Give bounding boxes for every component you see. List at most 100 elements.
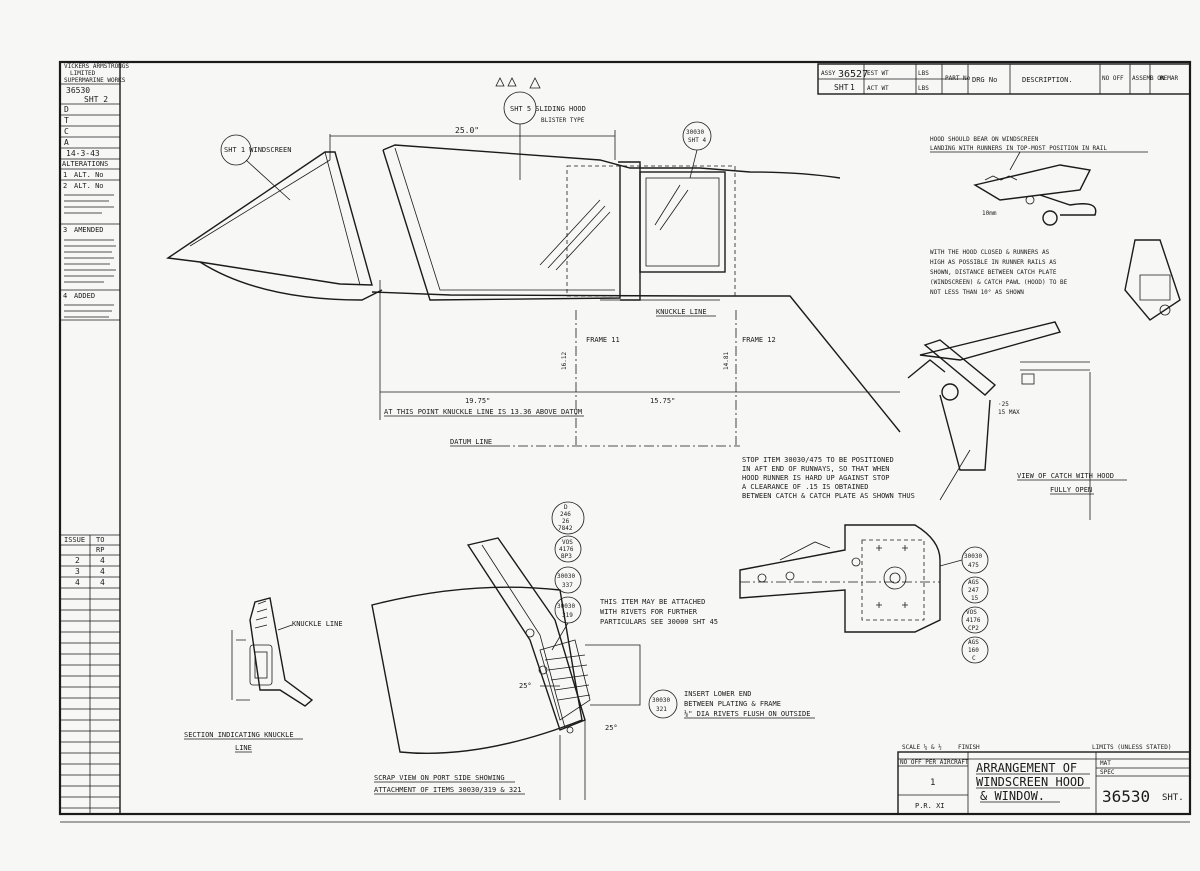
windscreen-outline xyxy=(166,151,373,286)
issue-row-3-b: 4 xyxy=(100,578,105,587)
spec-label: SPEC xyxy=(1100,769,1115,776)
angle-25-left: 25° xyxy=(519,682,532,690)
no-off-aircraft-label: NO OFF PER AIRCRAFT xyxy=(900,759,969,766)
stop-note-1: STOP ITEM 30030/475 TO BE POSITIONED xyxy=(742,456,894,464)
catch-plate-rail xyxy=(1020,361,1090,371)
rb2-l2: 247 xyxy=(968,587,979,594)
knuckle-section-profile xyxy=(249,597,314,707)
windscreen-ref-bubble xyxy=(220,134,252,166)
insert-bubble-2: 321 xyxy=(656,706,667,713)
sht-number: 1 xyxy=(850,83,855,92)
catch-note-1: WITH THE HOOD CLOSED & RUNNERS AS xyxy=(930,249,1050,256)
act-wt-label: ACT WT xyxy=(867,85,889,92)
scrap-view-label-1: SCRAP VIEW ON PORT SIDE SHOWING xyxy=(374,774,505,782)
stop-note: STOP ITEM 30030/475 TO BE POSITIONED IN … xyxy=(742,449,971,501)
limits-label: LIMITS (UNLESS STATED) xyxy=(1092,744,1171,751)
sheet-border xyxy=(58,60,1192,816)
sht-label: SHT xyxy=(834,83,849,92)
insert-bubble-1: 30030 xyxy=(652,697,670,704)
frame-11-label: FRAME 11 xyxy=(586,336,620,344)
scrap-view: 25° 25° SCRAP VIEW ON PORT SIDE SHOWING … xyxy=(371,537,641,800)
rev-letter-a: A xyxy=(64,138,69,147)
scrap-bubbles: D 246 26 7842 VOS 4176 BP3 30030 337 300… xyxy=(551,501,815,719)
rb1-l2: 475 xyxy=(968,562,979,569)
side-elevation: 25.0" 19.75" 15.75" AT THIS POINT KNUCKL… xyxy=(166,77,901,447)
title-line-1: ARRANGEMENT OF xyxy=(976,761,1077,775)
drg-no-label: DRG No xyxy=(972,76,997,84)
pr-xi: P.R. XI xyxy=(915,802,945,810)
rb2-l3: 15 xyxy=(971,595,979,602)
alt-4-no: 4 xyxy=(63,292,67,300)
sliding-hood-type: BLISTER TYPE xyxy=(541,117,585,124)
rb3-l1: VOS xyxy=(966,609,977,616)
rev-header-2: LIMITED xyxy=(70,70,96,77)
lb3-l1: 30030 xyxy=(557,573,575,580)
sht4-bubble-num: 30030 xyxy=(686,129,704,136)
finish-label: FINISH xyxy=(958,744,980,751)
frame-12-dim: 14.81 xyxy=(723,352,730,370)
lb4-l1: 30030 xyxy=(557,603,575,610)
no-off-label: NO OFF xyxy=(1102,75,1124,82)
alt-3-no: 3 xyxy=(63,226,67,234)
assy-label: ASSY xyxy=(821,70,836,77)
title-block: SCALE ¼ & ½ FINISH LIMITS (UNLESS STATED… xyxy=(897,744,1191,815)
runner-body xyxy=(739,524,941,633)
svg-text:10mm: 10mm xyxy=(982,210,997,217)
rev-sheet-ref: SHT 2 xyxy=(84,95,108,104)
est-wt-label: EST WT xyxy=(867,70,889,77)
issue-rp: RP xyxy=(96,546,104,554)
stop-note-4: A CLEARANCE OF .15 IS OBTAINED xyxy=(742,483,868,491)
scale-label: SCALE ¼ & ½ xyxy=(902,744,942,751)
lb3-l2: 337 xyxy=(562,582,573,589)
mat-label: MAT xyxy=(1100,760,1111,767)
lb4-l2: 319 xyxy=(562,612,573,619)
lb1-l2: 246 xyxy=(560,511,571,518)
rb2-l1: AGS xyxy=(968,579,979,586)
sht4-ref-bubble xyxy=(682,121,712,151)
view-catch-label-2: FULLY OPEN xyxy=(1050,486,1092,494)
catch-detail-open: ·25 15 MAX VIEW OF CATCH WITH HOOD FULLY… xyxy=(907,321,1127,520)
section-label-1: SECTION INDICATING KNUCKLE xyxy=(184,731,294,739)
description-label: DESCRIPTION. xyxy=(1022,76,1073,84)
rev-header-3: SUPERMARINE WORKS xyxy=(64,77,126,84)
rb3-l3: CP2 xyxy=(968,625,979,632)
rb4-l3: C xyxy=(972,655,976,662)
hood-top xyxy=(382,144,841,179)
catch-note-4: (WINDSCREEN) & CATCH PAWL (HOOD) TO BE xyxy=(930,279,1068,286)
sliding-hood-label: SHT 5 SLIDING HOOD xyxy=(510,105,586,113)
catch-note-3: SHOWN, DISTANCE BETWEEN CATCH PLATE xyxy=(930,269,1057,276)
angle-25-right: 25° xyxy=(605,724,618,732)
hood-frame xyxy=(382,149,621,301)
issue-row-1-b: 4 xyxy=(100,556,105,565)
revision-column: VICKERS ARMSTRONGS LIMITED SUPERMARINE W… xyxy=(60,63,129,321)
stop-runner-detail xyxy=(739,524,963,633)
frame-12-label: FRAME 12 xyxy=(742,336,776,344)
knuckle-line-label: KNUCKLE LINE xyxy=(656,308,707,316)
attach-note-3: PARTICULARS SEE 30000 SHT 45 xyxy=(600,618,718,626)
lb1-l4: 7842 xyxy=(558,525,573,532)
remarks-label: REMAR xyxy=(1160,75,1178,82)
rev-letter-c: C xyxy=(64,127,69,136)
catch-note-5: NOT LESS THAN 10° AS SHOWN xyxy=(930,289,1024,296)
to-header: TO xyxy=(96,536,104,544)
section-label-2: LINE xyxy=(235,744,252,752)
issue-row-1-a: 2 xyxy=(75,556,80,565)
alt-1-no: 1 xyxy=(63,171,67,179)
insert-note-2: BETWEEN PLATING & FRAME xyxy=(684,700,781,708)
svg-text:·25: ·25 xyxy=(998,401,1009,408)
quantity: 1 xyxy=(930,778,935,788)
part-no-label: PART No xyxy=(945,75,971,82)
alt-2-text: ALT. No xyxy=(74,182,104,190)
hood-bearing-note-2: LANDING WITH RUNNERS IN TOP-MOST POSITIO… xyxy=(930,145,1107,152)
alt-1-text: ALT. No xyxy=(74,171,104,179)
right-bubbles: 30030 475 AGS 247 15 VOS 4176 CP2 AGS 16… xyxy=(961,546,989,664)
rear-window xyxy=(639,171,726,273)
lb1-l1: D xyxy=(564,504,568,511)
lb2-l1: VOS xyxy=(562,539,573,546)
max-clearance: 15 MAX xyxy=(998,409,1020,416)
attach-note-1: THIS ITEM MAY BE ATTACHED xyxy=(600,598,705,606)
stop-note-2: IN AFT END OF RUNWAYS, SO THAT WHEN xyxy=(742,465,890,473)
knuckle-datum-note: AT THIS POINT KNUCKLE LINE IS 13.36 ABOV… xyxy=(384,408,582,416)
alt-3-text: AMENDED xyxy=(74,226,104,234)
